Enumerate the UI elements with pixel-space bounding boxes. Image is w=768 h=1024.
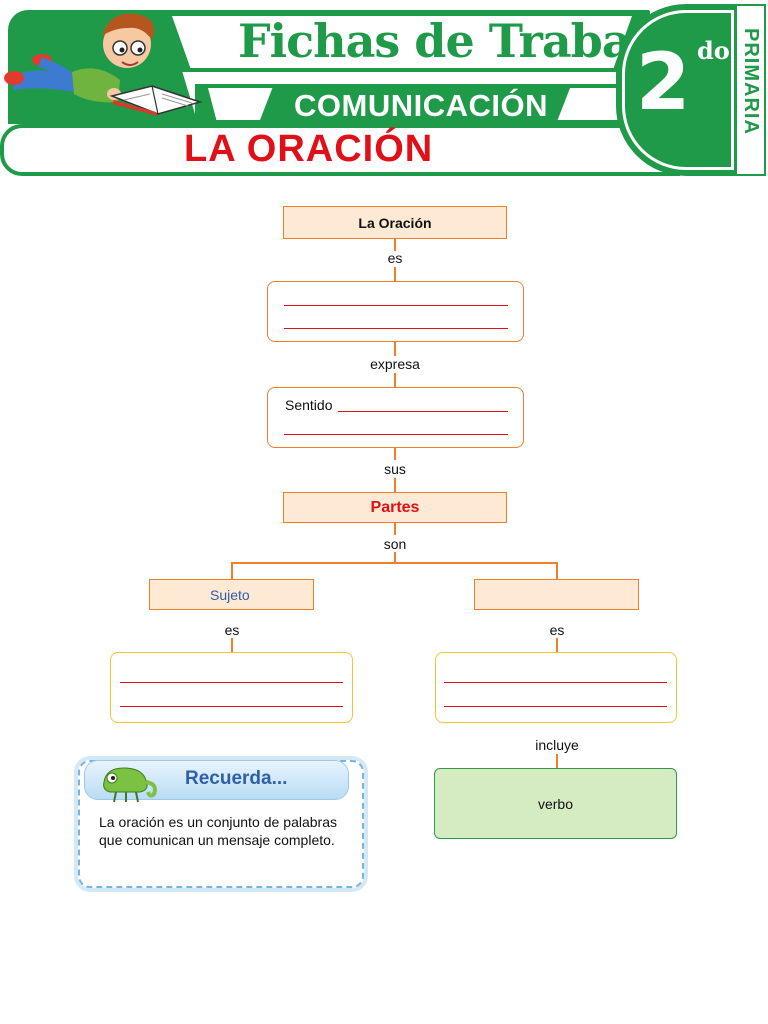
- node-la-oracion: La Oración: [283, 206, 507, 239]
- connector: [394, 523, 396, 535]
- connector-branch: [231, 562, 557, 564]
- node-la-oracion-label: La Oración: [358, 214, 432, 231]
- recuerda-title: Recuerda...: [185, 768, 288, 789]
- link-expresa: expresa: [370, 356, 420, 372]
- grade-number: 2: [636, 38, 691, 128]
- chameleon-icon: [103, 767, 157, 803]
- grade-suffix: do: [697, 36, 730, 65]
- node-verbo-label: verbo: [537, 795, 574, 812]
- answer-blank[interactable]: [120, 682, 343, 683]
- node-partes-label: Partes: [370, 498, 420, 516]
- connector: [231, 562, 233, 579]
- node-sujeto-label: Sujeto: [210, 586, 250, 603]
- connector: [394, 448, 396, 460]
- link-es-left: es: [224, 622, 240, 638]
- topic-title: LA ORACIÓN: [184, 128, 434, 170]
- recuerda-text: La oración es un conjunto de palabras qu…: [99, 814, 337, 848]
- node-predicado-definition: [435, 652, 677, 723]
- connector: [556, 754, 558, 768]
- title-bar-inner: [172, 16, 632, 68]
- connector: [394, 342, 396, 356]
- level-strip: [735, 4, 766, 176]
- subject-label-bg: [260, 88, 570, 120]
- subject-label: COMUNICACIÓN: [294, 88, 548, 123]
- answer-blank[interactable]: [284, 305, 508, 306]
- level-label: PRIMARIA: [740, 28, 762, 135]
- answer-blank[interactable]: [444, 682, 667, 683]
- answer-blank[interactable]: [120, 706, 343, 707]
- link-son: son: [383, 536, 407, 552]
- link-es: es: [387, 250, 403, 266]
- link-incluye: incluye: [535, 737, 579, 753]
- answer-blank[interactable]: [284, 434, 508, 435]
- connector: [556, 638, 558, 652]
- link-es-right: es: [549, 622, 565, 638]
- link-sus: sus: [384, 461, 406, 477]
- boy-reading-illustration: [4, 13, 203, 116]
- node-definition: [267, 281, 524, 342]
- connector: [394, 239, 396, 251]
- node-predicado[interactable]: [474, 579, 639, 610]
- sentido-label: Sentido: [285, 397, 333, 413]
- node-partes: Partes: [283, 492, 507, 523]
- node-sentido: [267, 387, 524, 448]
- connector: [394, 267, 396, 281]
- connector: [231, 638, 233, 652]
- node-sujeto: Sujeto: [149, 579, 314, 610]
- connector: [394, 478, 396, 492]
- answer-blank[interactable]: [338, 411, 508, 412]
- answer-blank[interactable]: [444, 706, 667, 707]
- answer-blank[interactable]: [284, 328, 508, 329]
- node-verbo: verbo: [434, 768, 677, 839]
- grade-badge-ring: [622, 10, 734, 170]
- connector: [394, 552, 396, 563]
- connector: [556, 562, 558, 579]
- worksheet-title: Fichas de Trabajo: [238, 14, 677, 68]
- connector: [394, 373, 396, 387]
- node-sujeto-definition: [110, 652, 353, 723]
